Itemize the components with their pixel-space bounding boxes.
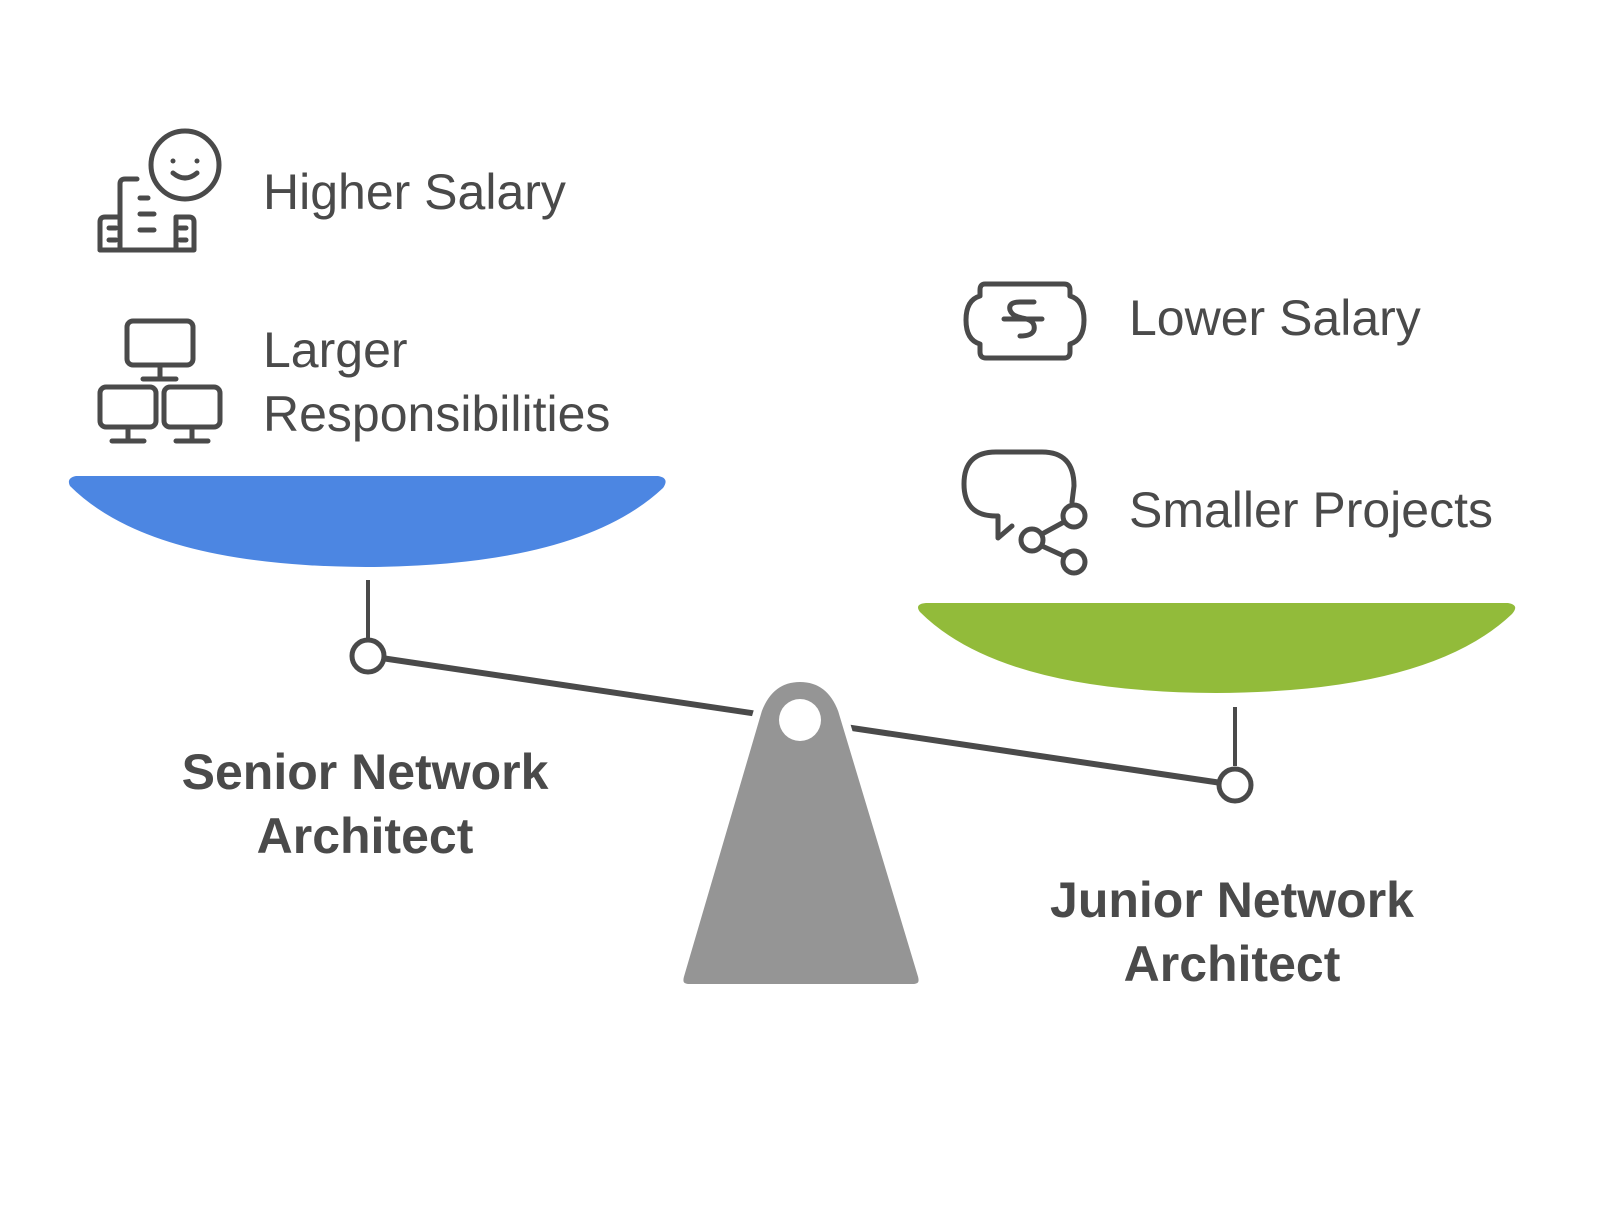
item-label-lower-salary: Lower Salary (1129, 290, 1421, 346)
left-pan (68, 476, 666, 567)
fulcrum (675, 674, 927, 992)
item-label-smaller-projects: Smaller Projects (1129, 482, 1493, 538)
fulcrum-hole (779, 699, 821, 741)
network-computers-icon (97, 318, 223, 444)
right-title-line1: Junior Network (1050, 872, 1414, 928)
currency-ticket-icon (963, 281, 1087, 361)
right-pan (918, 603, 1516, 693)
left-title-line1: Senior Network (181, 744, 549, 800)
item-label-larger-responsibilities-line1: Larger (263, 322, 408, 378)
right-pivot (1216, 766, 1254, 804)
right-title-line2: Architect (1123, 936, 1341, 992)
chat-share-icon (961, 449, 1088, 576)
left-title-line2: Architect (256, 808, 474, 864)
left-pivot (349, 637, 387, 675)
item-label-larger-responsibilities-line2: Responsibilities (263, 386, 611, 442)
item-label-higher-salary: Higher Salary (263, 164, 566, 220)
building-smile-icon (97, 128, 222, 253)
